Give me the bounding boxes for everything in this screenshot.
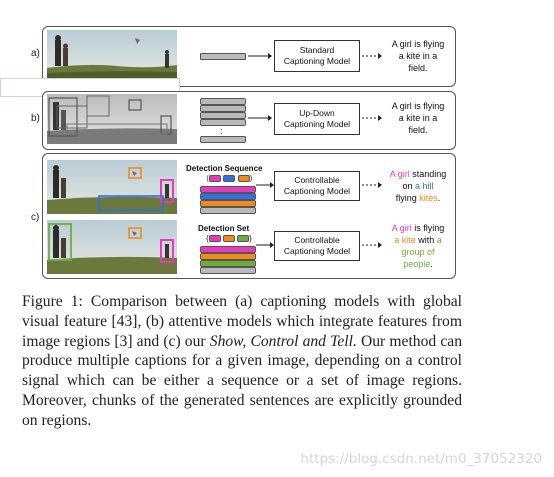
detection-set-header: Detection Set <box>198 224 250 233</box>
seq-bar-pink <box>200 186 256 193</box>
set-bar-gray <box>200 267 256 274</box>
output-chunk: a hill <box>415 181 434 191</box>
panel-c-label: c) <box>31 212 40 223</box>
region-feature-bar-3 <box>200 112 246 119</box>
arrow-icon <box>248 53 272 59</box>
field-photo-c2 <box>47 220 177 274</box>
region-feature-bar-5 <box>200 136 246 143</box>
set-bar-orange <box>200 253 256 260</box>
output-chunk: . <box>437 193 441 203</box>
panel-b-output: A girl is flying a kite in a field. <box>391 101 445 135</box>
sequence-chips: ⟨ ⟩ <box>206 174 253 183</box>
set-bar-green <box>200 260 256 267</box>
region-feature-dots: : <box>220 126 223 136</box>
arrow-icon <box>256 182 274 188</box>
panel-a-model-box: Standard Captioning Model <box>274 40 360 72</box>
panel-c-row2-model-box: Controllable Captioning Model <box>274 231 360 261</box>
output-chunk: flying <box>395 193 417 203</box>
seq-bar-gray <box>200 207 256 214</box>
panel-b-model-box: Up-Down Captioning Model <box>274 103 360 135</box>
output-chunk: is flying <box>414 223 445 233</box>
field-photo-c1 <box>47 160 177 214</box>
panel-a-image <box>47 30 177 81</box>
panel-c-row1-image <box>47 160 177 214</box>
output-chunk: a group of people <box>401 235 442 269</box>
panel-c-row2-image <box>47 220 177 274</box>
field-photo-a <box>47 30 177 81</box>
panel-a-output: A girl is flying a kite in a field. <box>391 39 445 73</box>
caption-text: Our method can produce multiple captions… <box>22 332 462 429</box>
dotted-arrow-icon <box>362 115 382 121</box>
watermark: https://blog.csdn.net/m0_37052320 <box>300 451 542 467</box>
caption-text: Figure 1: Comparison between (a) caption… <box>22 293 462 350</box>
panel-c-row1-model-box: Controllable Captioning Model <box>274 171 360 201</box>
region-feature-bar-1 <box>200 98 246 105</box>
panel-b-label: b) <box>31 113 40 124</box>
caption-text: Show, Control and Tell. <box>209 332 357 350</box>
output-chunk: standing on <box>402 169 447 191</box>
field-photo-b <box>47 94 177 144</box>
output-chunk: kites <box>419 193 438 203</box>
figure-caption: Figure 1: Comparison between (a) caption… <box>22 292 462 431</box>
panel-c-row2-output: A girl is flying a kite with a group of … <box>380 222 456 270</box>
arrow-icon <box>256 242 274 248</box>
seq-bar-blue <box>200 193 256 200</box>
seq-bar-orange <box>200 200 256 207</box>
panel-c-row1-output: A girl standing on a hill flying kites. <box>380 168 456 204</box>
panel-a-feature-bar <box>200 53 246 60</box>
output-chunk: a kite <box>394 235 416 245</box>
region-feature-bar-2 <box>200 105 246 112</box>
detection-sequence-header: Detection Sequence <box>186 164 263 173</box>
dotted-arrow-icon <box>362 242 382 248</box>
output-chunk: A girl <box>391 223 412 233</box>
output-chunk: . <box>430 259 433 269</box>
output-chunk: with <box>415 235 437 245</box>
output-chunk: A girl <box>389 169 410 179</box>
set-chips: { } <box>206 234 252 243</box>
region-feature-bar-4 <box>200 119 246 126</box>
dotted-arrow-icon <box>362 182 382 188</box>
arrow-icon <box>248 115 272 121</box>
panel-b-image <box>47 94 177 144</box>
panel-a-label: a) <box>31 48 40 59</box>
dotted-arrow-icon <box>362 53 382 59</box>
set-bar-pink <box>200 246 256 253</box>
